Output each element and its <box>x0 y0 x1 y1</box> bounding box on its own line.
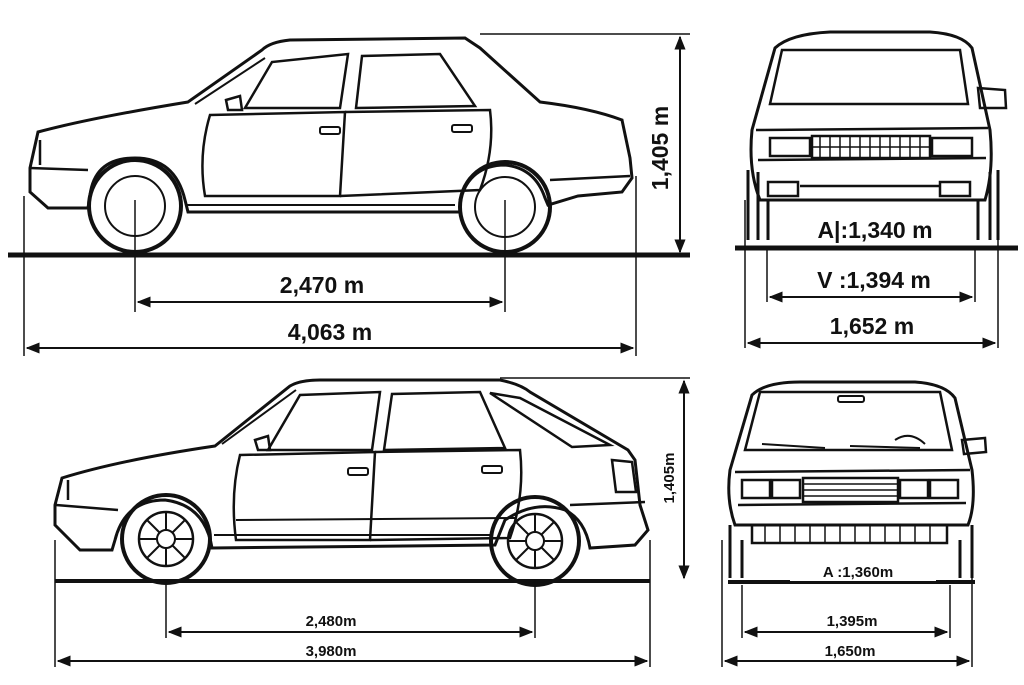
hatchback-side-view: 2,480m 3,980m 1,405m <box>53 377 690 667</box>
sedan-side-view: 2,470 m 4,063 m 1,405 m <box>8 33 690 356</box>
hatch-height-label: 1,405m <box>661 453 678 504</box>
rear-wheel-icon <box>489 495 581 587</box>
front-wheel-icon <box>120 493 212 585</box>
sedan-front-view: A|:1,340 m V :1,394 m 1,652 m <box>735 30 1018 349</box>
sedan-length-label: 4,063 m <box>288 319 372 345</box>
hatch-wheelbase-label: 2,480m <box>306 613 357 630</box>
sedan-wheelbase-label: 2,470 m <box>280 272 364 298</box>
hatch-width-label: 1,650m <box>825 643 876 660</box>
sedan-width-label: 1,652 m <box>830 313 914 339</box>
sedan-front-track-label: A|:1,340 m <box>817 217 932 243</box>
hatchback-front-view: A :1,360m 1,395m 1,650m <box>721 380 988 667</box>
sedan-height-label: 1,405 m <box>647 106 673 190</box>
hatch-length-label: 3,980m <box>306 643 357 660</box>
hatch-front-track-label: A :1,360m <box>823 564 893 581</box>
hatch-rear-track-label: 1,395m <box>827 613 878 630</box>
sedan-rear-track-label: V :1,394 m <box>817 267 931 293</box>
